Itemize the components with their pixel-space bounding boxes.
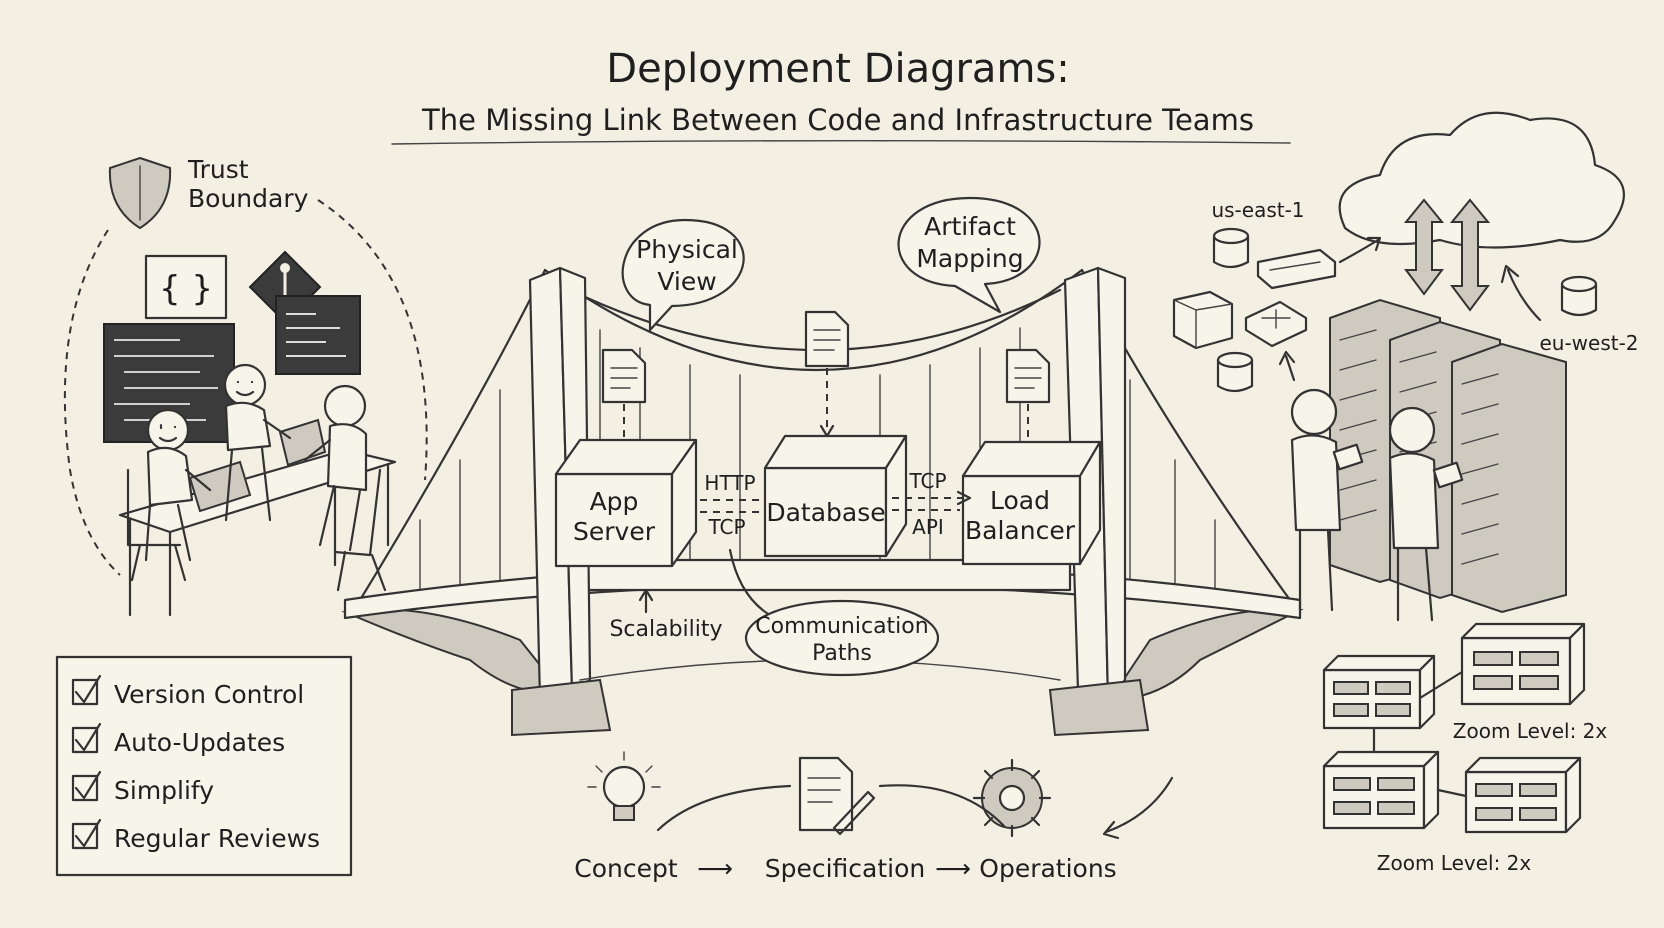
scalability-arrow <box>638 588 654 614</box>
database-cylinder-icon-2 <box>1216 351 1254 393</box>
app-server-node <box>554 438 698 568</box>
checklist-panel <box>55 655 353 877</box>
artifact-document-icon-3 <box>1005 348 1051 456</box>
physical-view-label-line2: View <box>657 267 716 296</box>
checklist-item-1: Version Control <box>114 680 304 709</box>
infra-pointer <box>1278 350 1296 382</box>
flow-step-concept: Concept <box>574 854 678 883</box>
region-pointer-west <box>1500 264 1542 322</box>
shield-icon <box>108 156 172 230</box>
communication-paths-label-line1: Communication <box>755 614 928 639</box>
server-rack-illustration <box>1329 298 1567 614</box>
flow-curve-1 <box>656 784 792 832</box>
connection-label-api: API <box>912 515 944 539</box>
lightbulb-icon <box>587 751 661 821</box>
communication-paths-bubble <box>744 599 940 677</box>
checkbox-icon-4 <box>71 818 102 850</box>
artifact-mapping-bubble <box>897 196 1041 314</box>
artifact-mapping-label-line2: Mapping <box>916 244 1023 273</box>
zoom-node-box-3 <box>1322 750 1440 830</box>
terminal-window-icon <box>275 295 361 375</box>
database-node <box>763 434 908 558</box>
checklist-item-4: Regular Reviews <box>114 824 320 853</box>
specification-document-icon <box>798 756 876 836</box>
bridge-illustration <box>341 266 1304 737</box>
database-cylinder-icon-3 <box>1560 275 1598 317</box>
app-server-label-line2: Server <box>573 517 656 546</box>
database-label: Database <box>766 498 885 527</box>
cloud-icon <box>1338 111 1625 249</box>
diagram-subtitle: The Missing Link Between Code and Infras… <box>421 103 1254 137</box>
diagram-title: Deployment Diagrams: <box>606 46 1069 92</box>
connection-label-http: HTTP <box>704 471 755 495</box>
region-pointer-east <box>1338 236 1382 264</box>
bidirectional-arrow-icon-1 <box>1403 198 1445 296</box>
artifact-document-icon-2 <box>804 310 850 438</box>
checkbox-icon-3 <box>71 770 102 802</box>
trust-boundary-label-line1: Trust <box>187 155 249 184</box>
connection-line-app-db <box>700 499 762 513</box>
operations-team-illustration <box>1290 388 1464 622</box>
router-icon <box>1244 300 1308 348</box>
checklist-item-2: Auto-Updates <box>114 728 285 757</box>
flow-return-arrow <box>1102 776 1174 840</box>
connection-line-db-lb <box>892 497 968 511</box>
flow-arrow-2: ⟶ <box>935 854 971 883</box>
flow-arrow-1: ⟶ <box>697 854 733 883</box>
load-balancer-node <box>961 440 1102 566</box>
flow-step-operations: Operations <box>979 854 1116 883</box>
zoom-connector-lines <box>1372 670 1468 798</box>
artifact-mapping-label-line1: Artifact <box>924 212 1016 241</box>
load-balancer-label-line2: Balancer <box>965 516 1076 545</box>
database-cylinder-icon-1 <box>1212 227 1250 269</box>
communication-paths-label-line2: Paths <box>812 641 872 666</box>
network-switch-icon <box>1256 248 1337 290</box>
zoom-level-label-bottom: Zoom Level: 2x <box>1377 851 1532 875</box>
bidirectional-arrow-icon-2 <box>1449 198 1491 312</box>
gear-icon <box>972 758 1052 838</box>
checkbox-icon-1 <box>71 674 102 706</box>
region-label-eu-west: eu-west-2 <box>1539 331 1638 355</box>
checkbox-icon-2 <box>71 722 102 754</box>
physical-view-bubble <box>621 218 745 332</box>
flow-step-specification: Specification <box>765 854 926 883</box>
zoom-node-box-2 <box>1460 622 1586 706</box>
load-balancer-label-line1: Load <box>990 486 1050 515</box>
zoom-node-box-1 <box>1322 654 1436 730</box>
flow-curve-2 <box>878 784 1006 828</box>
server-box-icon <box>1172 290 1234 350</box>
checklist-item-3: Simplify <box>114 776 214 805</box>
subtitle-underline <box>391 140 1291 145</box>
zoom-node-box-4 <box>1464 756 1582 834</box>
scalability-label: Scalability <box>609 617 722 642</box>
app-server-label-line1: App <box>590 487 639 516</box>
trust-boundary-line <box>317 199 428 481</box>
zoom-level-label-top: Zoom Level: 2x <box>1453 719 1608 743</box>
trust-boundary-label-line2: Boundary <box>188 184 309 213</box>
trust-boundary-line-left <box>63 229 121 576</box>
physical-view-label-line1: Physical <box>636 235 738 264</box>
artifact-document-icon-1 <box>601 348 647 456</box>
svg-text:{ }: { } <box>159 269 213 309</box>
developer-team-illustration <box>118 363 397 617</box>
connection-label-tcp-right: TCP <box>908 469 946 493</box>
code-braces-icon: { } <box>144 254 228 320</box>
connection-label-tcp-left: TCP <box>707 515 745 539</box>
region-label-us-east: us-east-1 <box>1211 198 1304 222</box>
